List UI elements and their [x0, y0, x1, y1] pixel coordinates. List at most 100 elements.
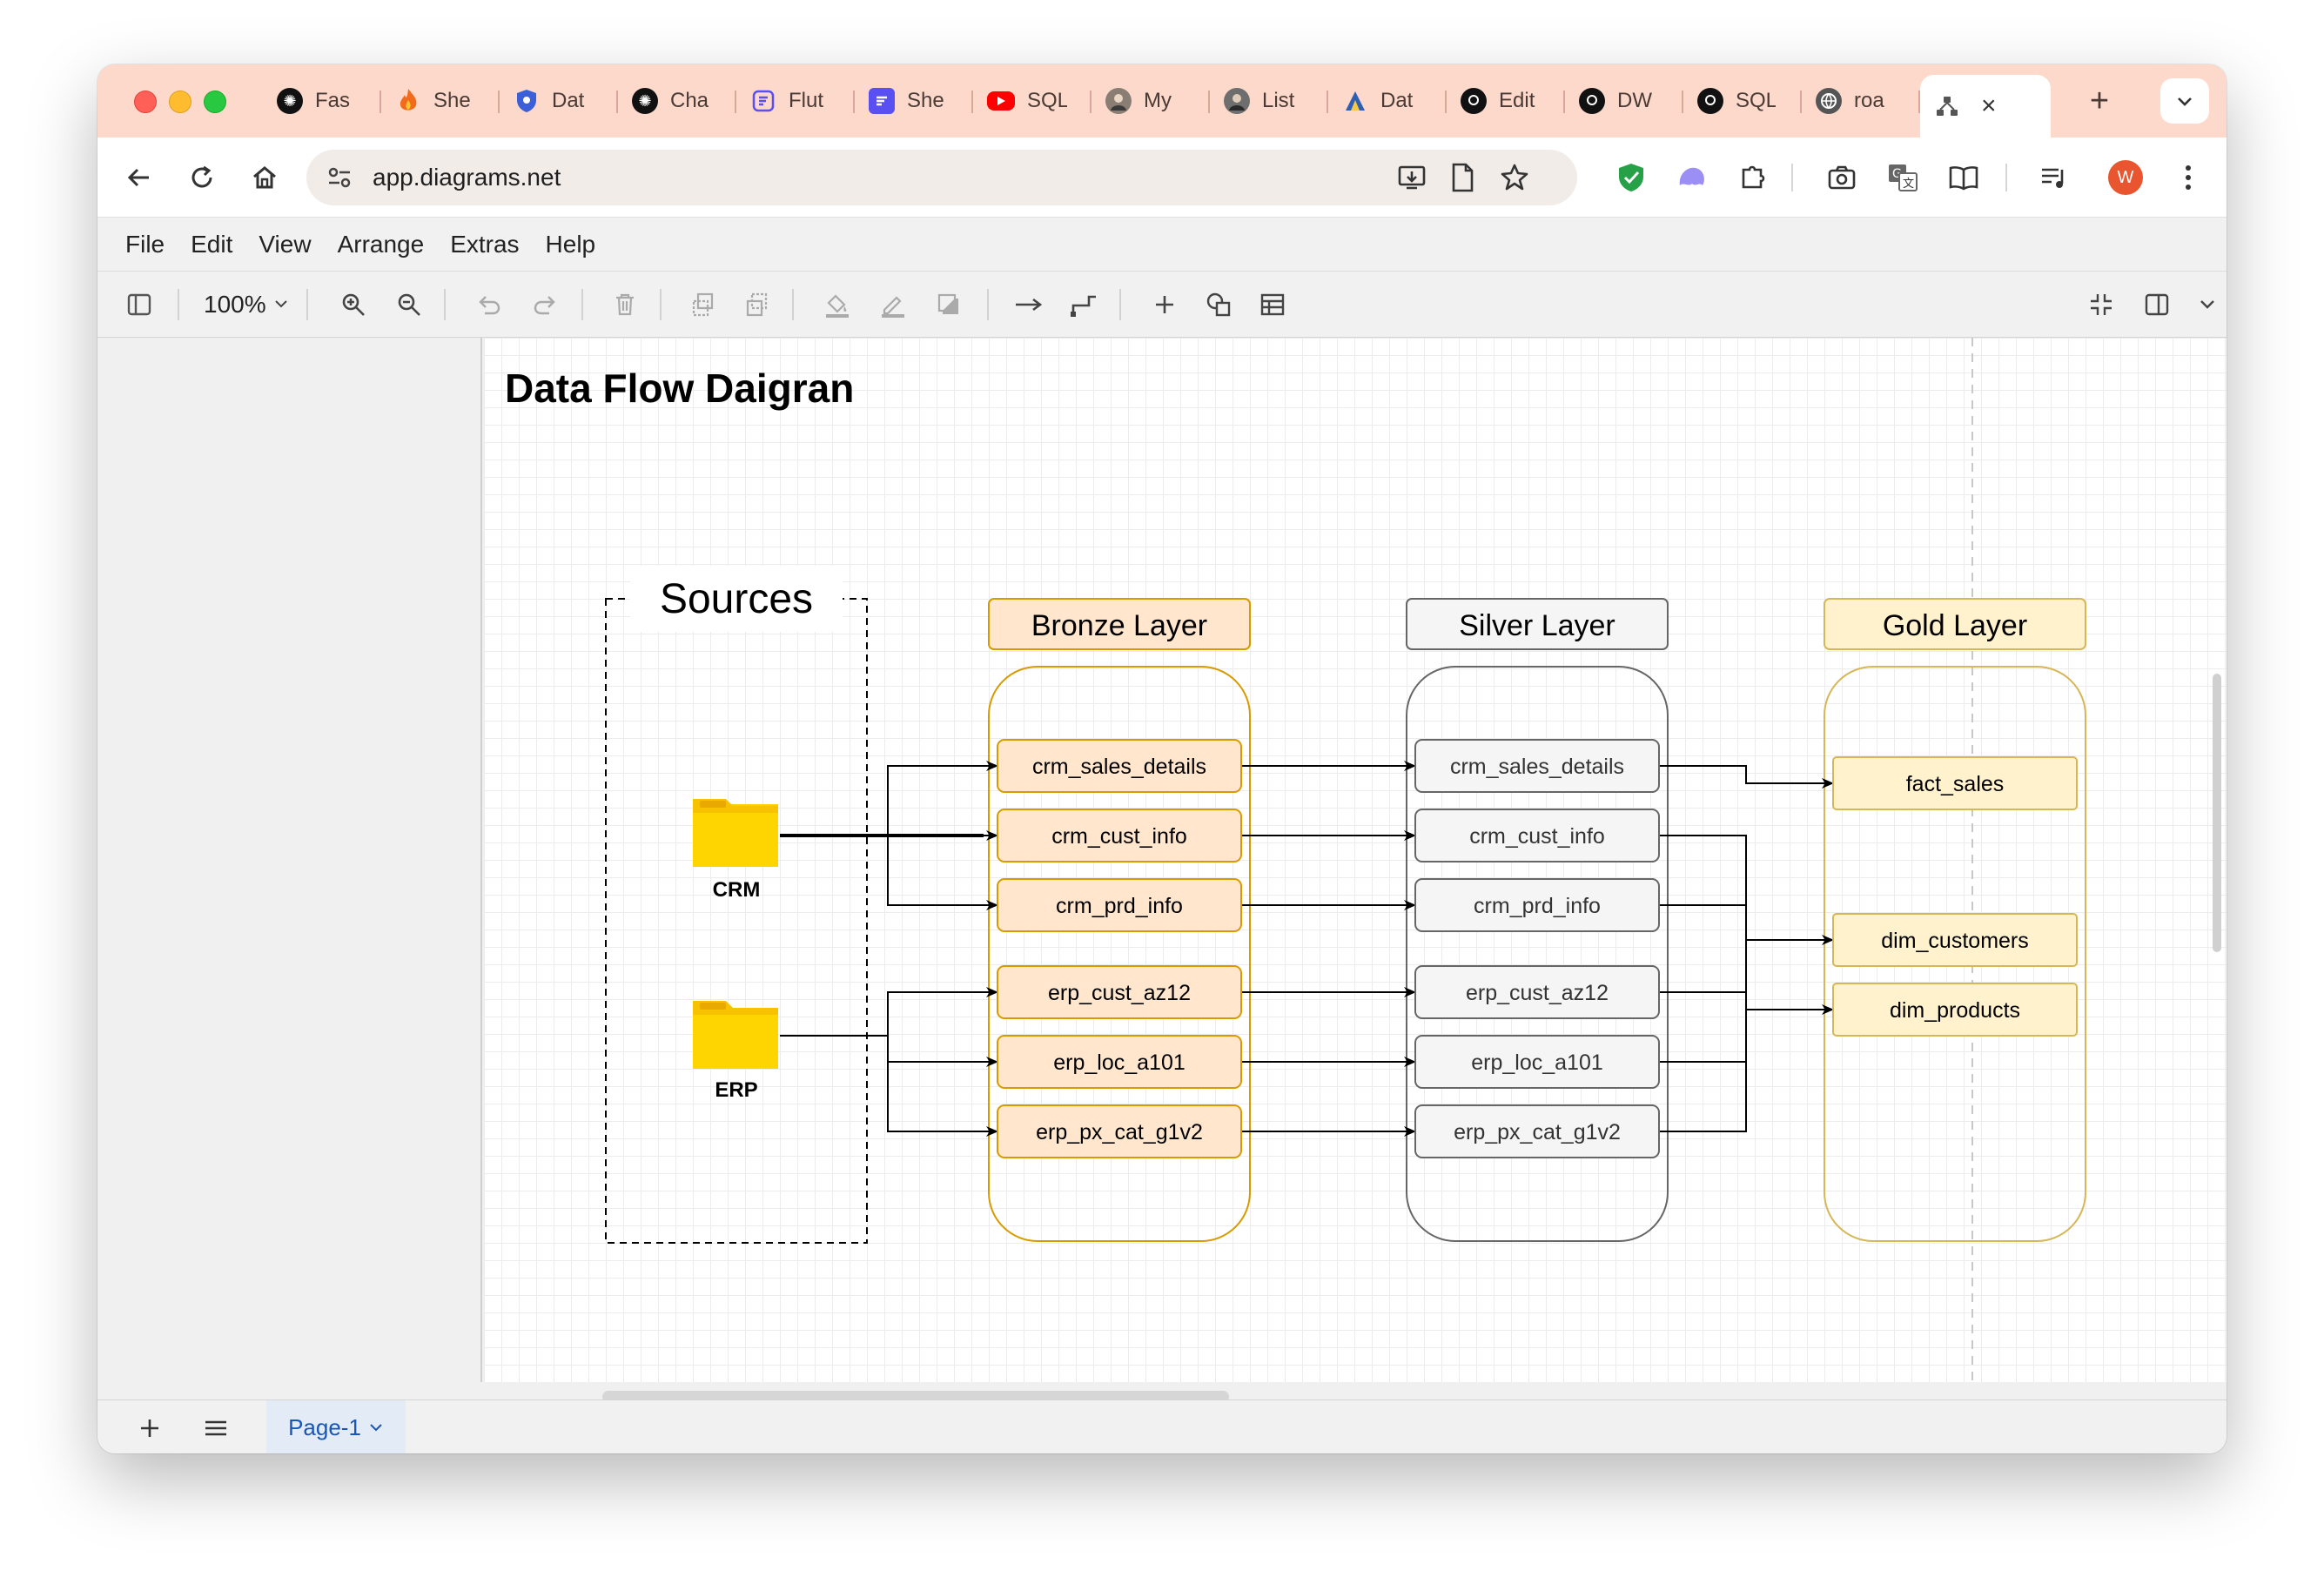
table-node[interactable]	[997, 878, 1242, 932]
undo-button[interactable]	[472, 287, 507, 322]
gold-layer-container[interactable]	[1824, 666, 2086, 1242]
browser-tab[interactable]: ✺ Cha	[618, 80, 736, 122]
table-node[interactable]	[997, 965, 1242, 1019]
reading-mode-button[interactable]	[1945, 158, 1983, 197]
sources-container[interactable]	[605, 598, 868, 1244]
new-tab-button[interactable]: +	[2089, 82, 2110, 119]
browser-tab[interactable]: DW	[1565, 80, 1683, 122]
connector[interactable]	[1659, 765, 1834, 789]
browser-tab[interactable]: Dat	[1328, 80, 1447, 122]
table-node[interactable]	[997, 739, 1242, 793]
connector[interactable]	[887, 1036, 998, 1067]
connector[interactable]	[887, 836, 998, 910]
fill-color-button[interactable]	[820, 287, 855, 322]
ghost-extension-button[interactable]	[1673, 158, 1711, 197]
table-node[interactable]	[997, 809, 1242, 862]
line-color-button[interactable]	[876, 287, 910, 322]
format-panel-button[interactable]	[2139, 287, 2174, 322]
browser-tab[interactable]: Dat	[500, 80, 618, 122]
table-node[interactable]	[997, 1035, 1242, 1089]
zoom-window-button[interactable]	[204, 91, 226, 113]
profile-avatar[interactable]: W	[2108, 160, 2143, 195]
connector[interactable]	[887, 987, 998, 1036]
bronze-layer-container[interactable]	[988, 666, 1251, 1242]
browser-tab[interactable]: She	[381, 80, 500, 122]
menu-edit[interactable]: Edit	[191, 230, 233, 258]
toolbar-more-button[interactable]	[2190, 287, 2225, 322]
waypoints-button[interactable]	[1067, 287, 1102, 322]
media-controls-button[interactable]	[2035, 158, 2073, 197]
connector[interactable]	[887, 761, 998, 836]
to-back-button[interactable]	[740, 287, 775, 322]
diagram-title[interactable]: Data Flow Daigran	[505, 366, 854, 411]
table-node[interactable]	[1414, 809, 1660, 862]
page-tab[interactable]: Page-1	[266, 1400, 406, 1453]
extensions-button[interactable]	[1734, 158, 1772, 197]
format-panel-toggle[interactable]	[122, 287, 157, 322]
browser-tab[interactable]: ✺ Fas	[263, 80, 381, 122]
close-tab-button[interactable]: ×	[1981, 91, 1997, 120]
add-page-button[interactable]	[134, 1413, 165, 1444]
table-button[interactable]	[1255, 287, 1290, 322]
table-node[interactable]	[1414, 1035, 1660, 1089]
table-node[interactable]	[1414, 739, 1660, 793]
adblock-extension-button[interactable]	[1612, 158, 1650, 197]
crm-folder-icon[interactable]	[693, 799, 778, 867]
pages-menu-button[interactable]	[200, 1413, 232, 1444]
browser-tab[interactable]: Flut	[736, 80, 855, 122]
connector[interactable]	[1659, 835, 1747, 1132]
minimize-window-button[interactable]	[169, 91, 191, 113]
connection-style-button[interactable]	[1011, 287, 1046, 322]
close-window-button[interactable]	[134, 91, 157, 113]
redo-button[interactable]	[527, 287, 562, 322]
menu-arrange[interactable]: Arrange	[337, 230, 425, 258]
back-button[interactable]	[120, 158, 158, 197]
silver-layer-container[interactable]	[1406, 666, 1669, 1242]
table-node[interactable]	[1832, 913, 2078, 967]
browser-tab-active[interactable]: ×	[1920, 75, 2051, 138]
connector[interactable]	[887, 1036, 998, 1137]
browser-tab[interactable]: She	[855, 80, 973, 122]
menu-extras[interactable]: Extras	[450, 230, 520, 258]
address-bar[interactable]: app.diagrams.net	[306, 150, 1577, 205]
table-node[interactable]	[1832, 983, 2078, 1037]
shadow-button[interactable]	[931, 287, 966, 322]
gold-layer-header[interactable]	[1824, 598, 2086, 650]
browser-tab[interactable]: SQL	[1683, 80, 1802, 122]
fullscreen-button[interactable]	[2084, 287, 2119, 322]
browser-tab[interactable]: List	[1210, 80, 1328, 122]
table-node[interactable]	[1414, 965, 1660, 1019]
reload-button[interactable]	[183, 158, 221, 197]
browser-tab[interactable]: SQL	[973, 80, 1091, 122]
home-button[interactable]	[245, 158, 284, 197]
menu-view[interactable]: View	[259, 230, 312, 258]
erp-folder-icon[interactable]	[693, 1001, 778, 1069]
table-node[interactable]	[1832, 756, 2078, 810]
table-node[interactable]	[1414, 1104, 1660, 1158]
insert-button[interactable]	[1147, 287, 1182, 322]
tab-search-button[interactable]	[2160, 78, 2209, 124]
browser-tab[interactable]: Edit	[1447, 80, 1565, 122]
screenshot-button[interactable]	[1823, 158, 1861, 197]
menu-file[interactable]: File	[125, 230, 165, 258]
browser-tab[interactable]: roa	[1802, 80, 1920, 122]
silver-layer-header[interactable]	[1406, 598, 1669, 650]
diagram-canvas[interactable]: Data Flow Daigran Sources CRM ERP	[484, 338, 2227, 1382]
table-node[interactable]	[1414, 878, 1660, 932]
silver-gold-connectors	[1659, 765, 1834, 1132]
vertical-scrollbar[interactable]	[2213, 674, 2221, 952]
shapes-button[interactable]	[1201, 287, 1236, 322]
sources-title[interactable]: Sources	[660, 576, 813, 622]
table-node[interactable]	[997, 1104, 1242, 1158]
delete-button[interactable]	[608, 287, 642, 322]
to-front-button[interactable]	[686, 287, 721, 322]
bronze-layer-header[interactable]	[988, 598, 1251, 650]
to-back-icon	[746, 292, 768, 317]
browser-tab[interactable]: My	[1091, 80, 1210, 122]
zoom-in-button[interactable]	[336, 287, 371, 322]
menu-help[interactable]: Help	[545, 230, 596, 258]
browser-menu-button[interactable]	[2169, 158, 2207, 197]
zoom-level[interactable]: 100%	[204, 291, 266, 318]
zoom-out-button[interactable]	[392, 287, 427, 322]
